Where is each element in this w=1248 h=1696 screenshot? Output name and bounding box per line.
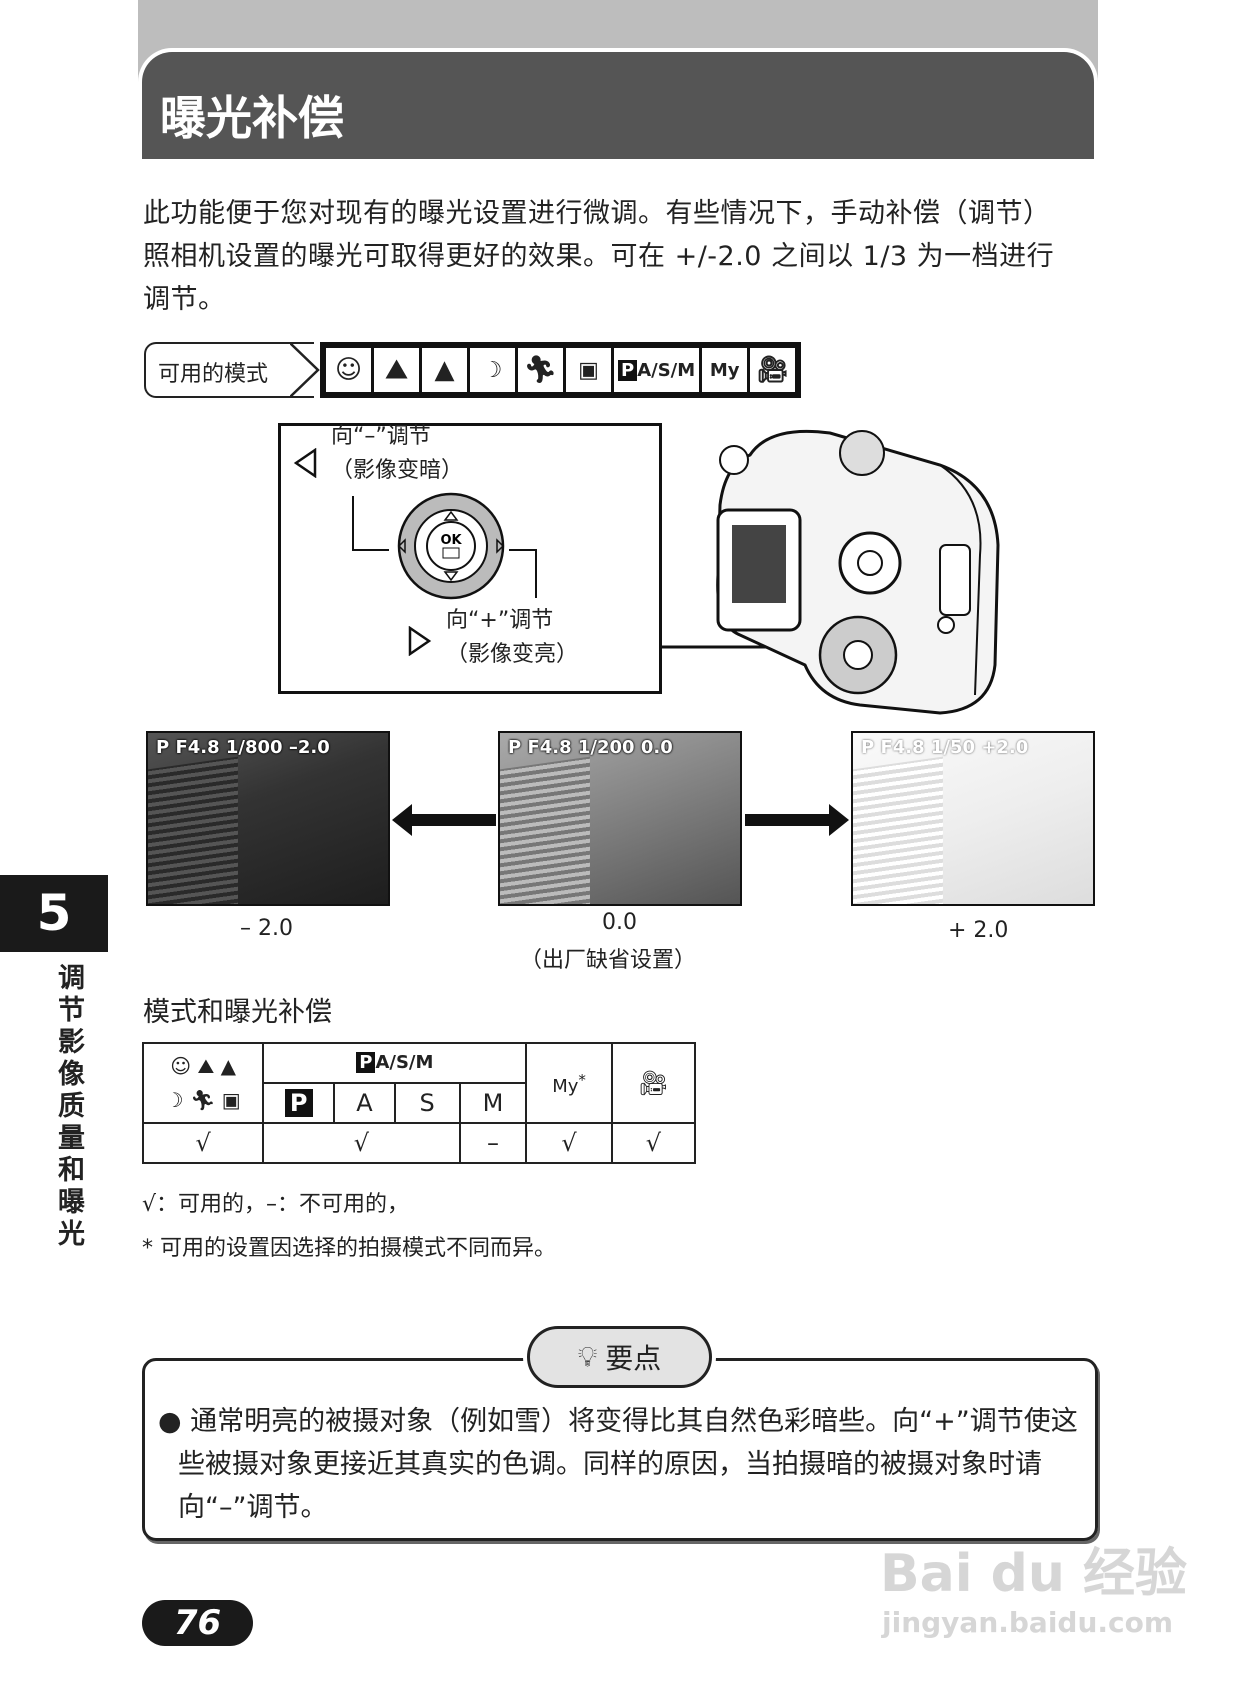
preview-screen-minus: P F4.8 1/800 –2.0 — [146, 731, 390, 906]
intro-paragraph: 此功能便于您对现有的曝光设置进行微调。有些情况下，手动补偿（调节） 照相机设置的… — [143, 192, 1103, 321]
header-tab — [138, 48, 1098, 159]
section-title: 模式和曝光补偿 — [143, 997, 332, 1028]
page-number: 76 — [142, 1600, 253, 1646]
watermark-url: jingyan.baidu.com — [882, 1606, 1174, 1639]
sport-icon: 🏃︎ — [518, 348, 563, 392]
preview-screen-plus: P F4.8 1/50 +2.0 — [851, 731, 1095, 906]
pasm-label: A/S/M — [637, 359, 696, 381]
watermark-logo: Bai du 经验 — [880, 1544, 1187, 1604]
p-glyph: P — [284, 1089, 313, 1117]
screen-info: P F4.8 1/50 +2.0 — [861, 737, 1029, 758]
screen-caption: + 2.0 — [948, 918, 1009, 943]
chapter-title: 调节影像质量和曝光 — [58, 963, 85, 1250]
intro-line: 调节。 — [143, 284, 226, 315]
tip-label: 💡︎要点 — [527, 1326, 712, 1388]
left-triangle-icon — [293, 448, 317, 478]
right-triangle-icon — [408, 626, 432, 656]
default-setting-caption: （出厂缺省设置） — [520, 948, 697, 973]
screen-caption: – 2.0 — [240, 916, 293, 941]
legend-note: √：可用的，–：不可用的， — [142, 1192, 410, 1217]
pasm-label: A/S/M — [375, 1052, 434, 1073]
portrait-icon: ☺ — [326, 348, 371, 392]
screen-info: P F4.8 1/800 –2.0 — [156, 737, 330, 758]
chapter-number: 5 — [0, 875, 108, 952]
screen-info: P F4.8 1/200 0.0 — [508, 737, 673, 758]
table-cell: √ — [610, 1122, 697, 1164]
tip-text: ● 通常明亮的被摄对象（例如雪）将变得比其自然色彩暗些。向“+”调节使这些被摄对… — [158, 1406, 1078, 1523]
arrow-pad-icon: OK — [352, 492, 537, 600]
landscape-icon: ▲ — [422, 348, 467, 392]
table-cell: √ — [525, 1122, 613, 1164]
arrow-icon — [290, 342, 320, 398]
camera-illustration — [716, 429, 1000, 715]
asterisk: * — [578, 1070, 586, 1089]
tip-body: 通常明亮的被摄对象（例如雪）将变得比其自然色彩暗些。向“+”调节使这些被摄对象更… — [178, 1406, 1078, 1523]
table-cell: – — [458, 1122, 528, 1164]
my-mode-icon: My — [702, 348, 748, 392]
plus-line: 向“+”调节 — [446, 608, 554, 633]
minus-caption: 向“–”调节 （影像变暗） — [331, 420, 463, 488]
lightbulb-icon: 💡︎ — [577, 1340, 598, 1373]
available-modes-label: 可用的模式 — [144, 342, 314, 398]
my-mode-header: My* — [525, 1042, 613, 1124]
plus-line: （影像变亮） — [446, 642, 579, 667]
arrow-pad-diagram: 向“–”调节 （影像变暗） OK 向“+”调节 （影像变亮） — [278, 423, 662, 694]
p-glyph: P — [356, 1052, 376, 1073]
minus-line: （影像变暗） — [331, 458, 464, 483]
movie-icon: 🎥︎ — [750, 348, 796, 392]
building-image — [853, 756, 943, 904]
ok-label: OK — [440, 533, 462, 548]
preview-screen-default: P F4.8 1/200 0.0 — [498, 731, 742, 906]
self-portrait-icon: ▣ — [566, 348, 611, 392]
a-header: A — [333, 1082, 396, 1124]
scene-modes-icons: ☺ ⛰ ▲☽ 🏃︎ ▣ — [141, 1042, 265, 1124]
page-title: 曝光补偿 — [160, 91, 344, 145]
s-header: S — [393, 1082, 461, 1124]
screen-caption: 0.0 — [602, 910, 637, 935]
left-arrow-icon — [392, 804, 496, 836]
right-arrow-icon — [745, 804, 849, 836]
building-image — [500, 756, 590, 904]
landscape-portrait-icon: ⛰ — [374, 348, 419, 392]
intro-line: 此功能便于您对现有的曝光设置进行微调。有些情况下，手动补偿（调节） — [143, 198, 1051, 229]
m-header: M — [458, 1082, 528, 1124]
table-cell: √ — [141, 1122, 265, 1164]
night-scene-icon: ☽ — [470, 348, 515, 392]
footnote: * 可用的设置因选择的拍摄模式不同而异。 — [142, 1236, 556, 1261]
table-cell: √ — [262, 1122, 461, 1164]
movie-icon: 🎥︎ — [610, 1042, 697, 1124]
p-glyph: P — [618, 359, 638, 381]
p-header: P — [262, 1082, 336, 1124]
tip-label-text: 要点 — [605, 1342, 662, 1375]
building-image — [148, 756, 238, 904]
intro-line: 照相机设置的曝光可取得更好的效果。可在 +/-2.0 之间以 1/3 为一档进行 — [143, 241, 1055, 272]
plus-caption: 向“+”调节 （影像变亮） — [446, 604, 578, 672]
minus-line: 向“–”调节 — [331, 424, 431, 449]
